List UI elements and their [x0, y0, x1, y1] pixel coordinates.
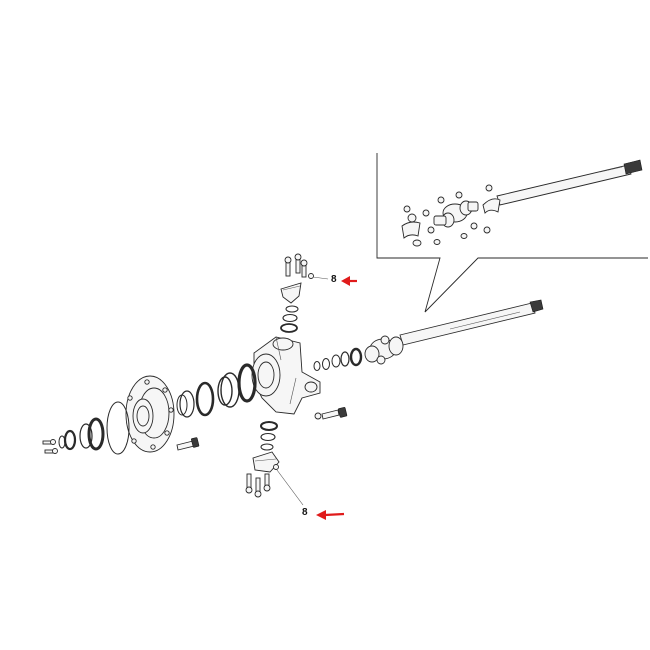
callout-lower: 8: [302, 507, 345, 520]
callout-label-upper: 8: [331, 274, 337, 285]
callout-label-lower: 8: [302, 507, 308, 518]
arrow-upper-icon: [341, 276, 357, 286]
lower-ball-joint-stack: [245, 421, 304, 506]
axle-shaft: [399, 299, 544, 346]
inset-u-joint: [401, 184, 501, 247]
upper-ball-joint-stack: [280, 253, 329, 333]
inset-detail-view: [376, 153, 648, 313]
outer-seals: [58, 401, 130, 455]
hub-bolt: [176, 437, 200, 451]
steering-knuckle: [251, 336, 321, 415]
wheel-hub: [125, 375, 175, 453]
callout-upper: 8: [331, 274, 357, 286]
arrow-lower-icon: [316, 510, 345, 520]
shaft-u-joint: [364, 335, 404, 365]
knuckle-side-bolt: [314, 407, 348, 420]
end-bolts: [42, 439, 58, 454]
shaft-seals: [313, 347, 363, 371]
bearing-races: [176, 363, 257, 418]
inset-axle-shaft: [496, 159, 643, 206]
